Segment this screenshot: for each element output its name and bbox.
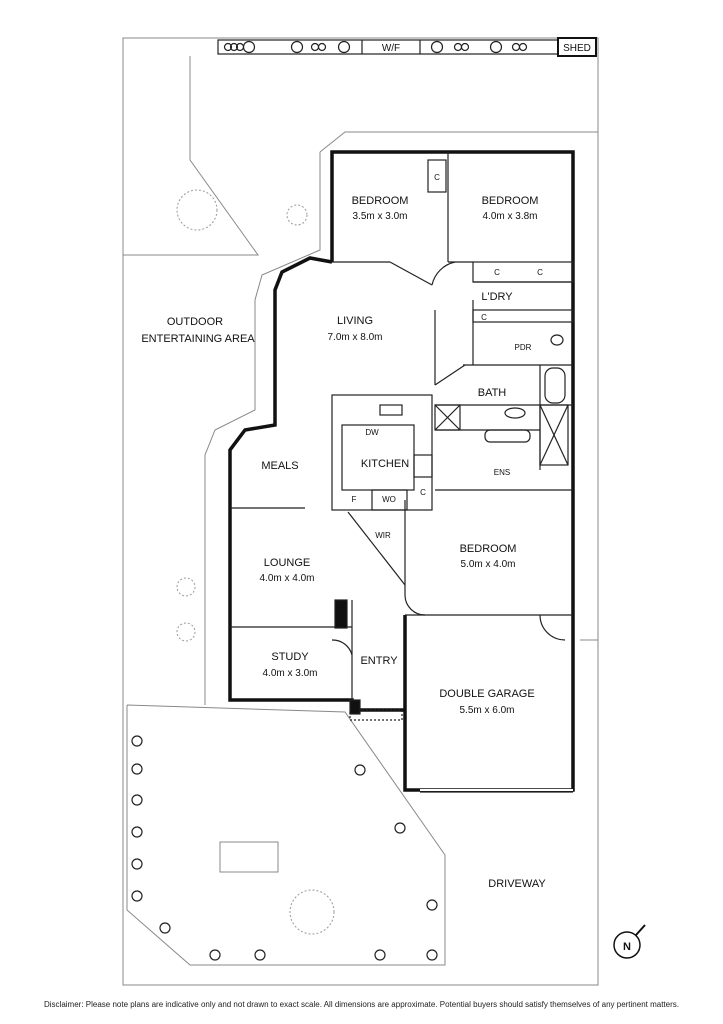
fridge-label: F [352,495,357,504]
lounge-size: 4.0m x 4.0m [259,573,314,584]
paving-outlines [123,56,598,966]
outdoor-label-2: ENTERTAINING AREA [141,333,255,345]
master-name: BEDROOM [460,543,517,555]
shed-label: SHED [563,43,591,54]
trees [131,189,438,961]
laundry-name: L'DRY [481,291,513,303]
pdr-name: PDR [515,343,532,352]
garage-size: 5.5m x 6.0m [459,705,514,716]
internal-walls [230,152,574,793]
bath-name: BATH [478,387,507,399]
fence-label: W/F [382,43,400,54]
ens-name: ENS [494,468,510,477]
study-name: STUDY [271,651,309,663]
cupboard-label: C [420,488,426,497]
site-boundary [122,37,599,986]
dishwasher-label: DW [365,428,379,437]
cupboard-label: C [494,268,500,277]
master-size: 5.0m x 4.0m [460,559,515,570]
external-walls [228,150,575,792]
wir-name: WIR [375,531,391,540]
study-size: 4.0m x 3.0m [262,668,317,679]
disclaimer: Disclaimer: Please note plans are indica… [44,1000,679,1009]
living-size: 7.0m x 8.0m [327,332,382,343]
entry-name: ENTRY [360,655,398,667]
outdoor-label: OUTDOOR [167,316,223,328]
bedroom3-name: BEDROOM [482,195,539,207]
wall-oven-label: WO [382,495,396,504]
svg-text:N: N [623,941,631,953]
bedroom3-size: 4.0m x 3.8m [482,211,537,222]
cupboard-label: C [481,313,487,322]
living-name: LIVING [337,315,373,327]
garage-name: DOUBLE GARAGE [439,688,534,700]
bedroom2-size: 3.5m x 3.0m [352,211,407,222]
kitchen-name: KITCHEN [361,458,409,470]
floor-plan: W/F SHED [122,37,646,986]
cupboard-label: C [537,268,543,277]
cupboard-label: C [434,173,440,182]
north-arrow-icon: N [613,924,646,959]
meals-name: MEALS [261,460,298,472]
lounge-name: LOUNGE [264,557,310,569]
bedroom2-name: BEDROOM [352,195,409,207]
driveway-label: DRIVEWAY [488,878,546,890]
shed [557,37,597,57]
